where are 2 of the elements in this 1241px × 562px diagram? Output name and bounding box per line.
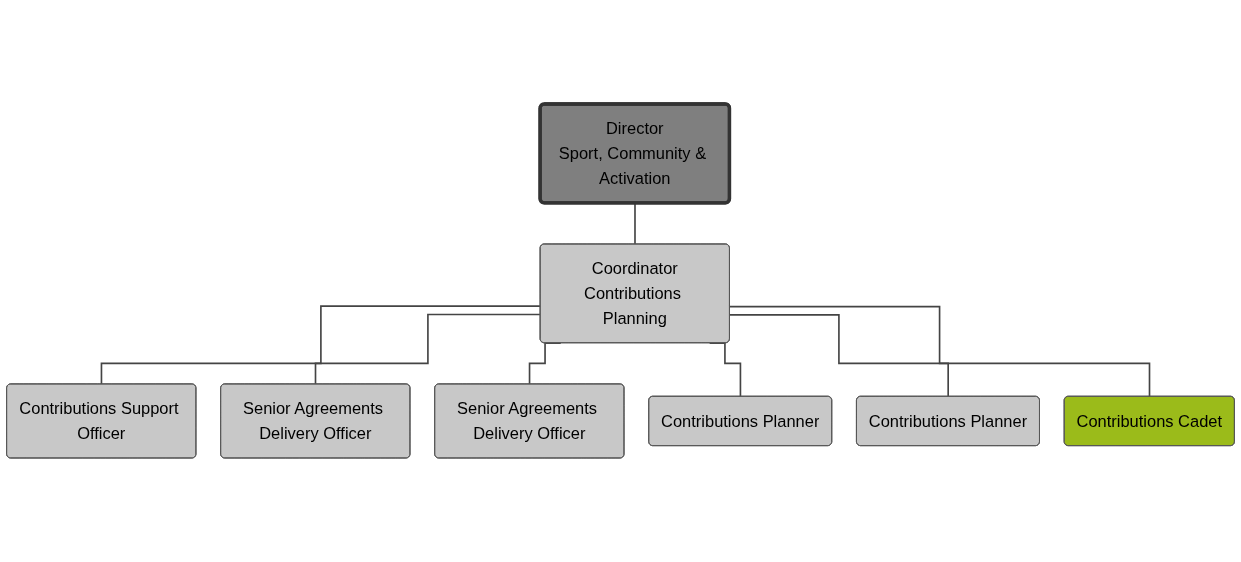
connector	[729, 305, 1151, 398]
connector	[729, 314, 950, 398]
